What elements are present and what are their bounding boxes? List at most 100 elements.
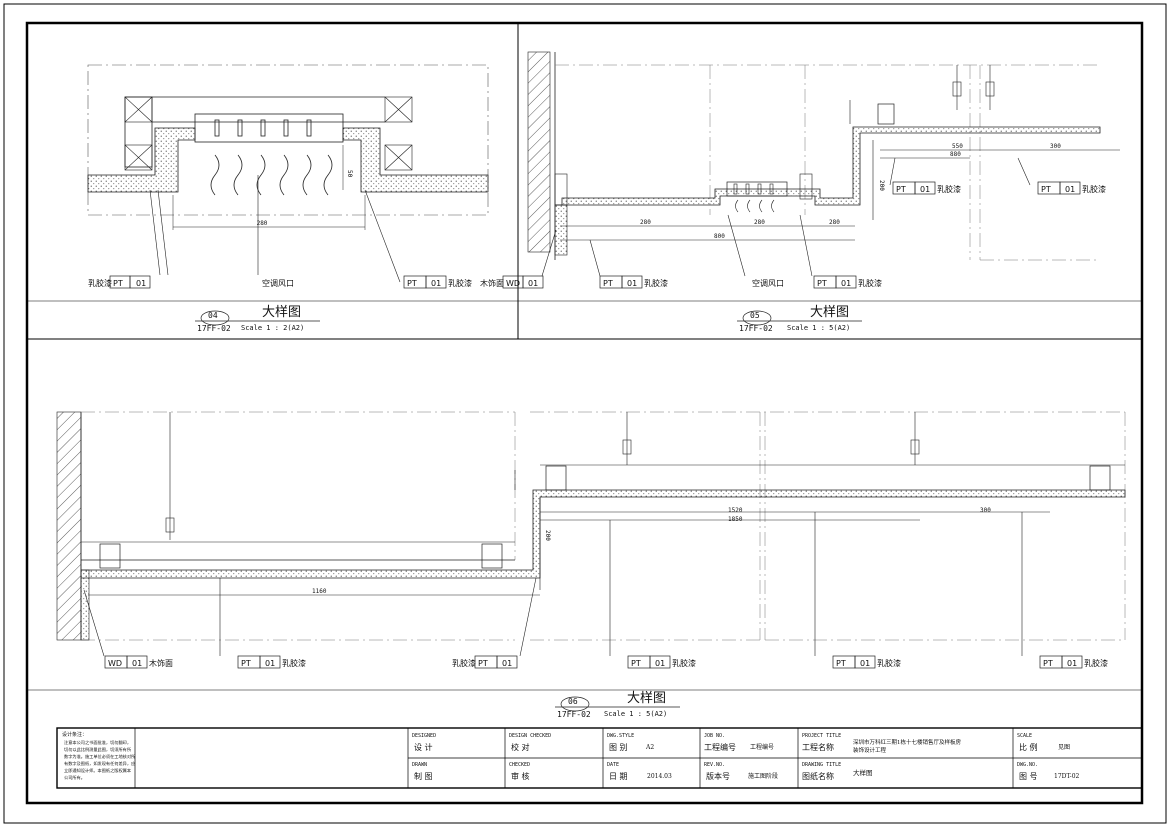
- svg-text:乳胶漆: 乳胶漆: [1084, 658, 1108, 668]
- svg-text:乳胶漆: 乳胶漆: [672, 658, 696, 668]
- svg-text:A2: A2: [645, 744, 654, 751]
- svg-text:DESIGN CHECKED: DESIGN CHECKED: [509, 733, 551, 739]
- svg-text:PT: PT: [631, 659, 641, 668]
- svg-text:01: 01: [431, 279, 441, 288]
- detail-04-number: 04: [208, 311, 218, 320]
- dim-width: 280: [257, 220, 268, 227]
- svg-text:01: 01: [920, 185, 930, 194]
- detail-04-left-tag: 乳胶漆: [88, 278, 112, 288]
- svg-text:设计条注：: 设计条注：: [62, 731, 87, 738]
- svg-text:DRAWING TITLE: DRAWING TITLE: [802, 762, 841, 768]
- svg-text:公司所有。: 公司所有。: [64, 774, 85, 781]
- svg-text:乳胶漆: 乳胶漆: [452, 658, 476, 668]
- svg-text:17FF-02: 17FF-02: [739, 324, 773, 333]
- svg-text:乳胶漆: 乳胶漆: [282, 658, 306, 668]
- svg-text:PT: PT: [113, 279, 123, 288]
- detail-05-number: 05: [750, 311, 760, 320]
- svg-text:01: 01: [502, 659, 512, 668]
- svg-text:工程名称: 工程名称: [802, 742, 834, 752]
- svg-text:JOB NO.: JOB NO.: [704, 733, 725, 739]
- svg-text:PT: PT: [603, 279, 613, 288]
- svg-text:深圳市万科红三期1栋十七楼销售厅及样板房: 深圳市万科红三期1栋十七楼销售厅及样板房: [853, 738, 962, 746]
- svg-text:880: 880: [950, 151, 961, 158]
- svg-text:01: 01: [1065, 185, 1075, 194]
- svg-text:300: 300: [980, 507, 991, 514]
- svg-text:设 计: 设 计: [414, 742, 433, 752]
- svg-text:空调风口: 空调风口: [752, 278, 784, 288]
- svg-text:PT: PT: [896, 185, 906, 194]
- svg-text:PT: PT: [407, 279, 417, 288]
- svg-text:280: 280: [640, 219, 651, 226]
- svg-text:1850: 1850: [728, 516, 743, 523]
- svg-text:Scale 1 : 5(A2): Scale 1 : 5(A2): [604, 710, 667, 718]
- svg-text:WD: WD: [108, 659, 122, 668]
- svg-text:PT: PT: [836, 659, 846, 668]
- svg-text:01: 01: [655, 659, 665, 668]
- inner-border: [25, 21, 1144, 805]
- svg-text:17DT-02: 17DT-02: [1054, 773, 1080, 780]
- svg-text:校 对: 校 对: [511, 742, 530, 752]
- svg-text:01: 01: [860, 659, 870, 668]
- svg-text:有数字及图纸，如发现有任何差异，应: 有数字及图纸，如发现有任何差异，应: [64, 760, 135, 767]
- svg-text:01: 01: [136, 279, 146, 288]
- detail-05-title: 大样图: [810, 305, 849, 320]
- svg-text:Scale 1 : 5(A2): Scale 1 : 5(A2): [787, 324, 850, 332]
- svg-text:工程编号: 工程编号: [704, 742, 736, 752]
- svg-text:DWG.STYLE: DWG.STYLE: [607, 733, 634, 739]
- svg-text:17FF-02: 17FF-02: [557, 710, 591, 719]
- svg-text:版本号: 版本号: [706, 771, 730, 781]
- svg-text:大样图: 大样图: [853, 768, 873, 777]
- detail-04-scale: Scale 1 : 2(A2): [241, 324, 304, 332]
- svg-text:DRAWN: DRAWN: [412, 762, 427, 768]
- svg-text:SCALE: SCALE: [1017, 733, 1032, 739]
- detail-06-title: 大样图: [627, 691, 666, 706]
- svg-text:图 号: 图 号: [1019, 772, 1038, 781]
- svg-text:制 图: 制 图: [414, 771, 433, 781]
- svg-text:01: 01: [265, 659, 275, 668]
- svg-text:PT: PT: [1041, 185, 1051, 194]
- svg-text:审 核: 审 核: [511, 771, 530, 781]
- svg-text:DESIGNED: DESIGNED: [412, 733, 436, 739]
- svg-text:1520: 1520: [728, 507, 743, 514]
- svg-text:300: 300: [1050, 143, 1061, 150]
- svg-text:立即通知设计师。本图纸之版权属本: 立即通知设计师。本图纸之版权属本: [64, 767, 132, 774]
- svg-text:1160: 1160: [312, 588, 327, 595]
- svg-text:见图: 见图: [1058, 744, 1070, 751]
- svg-text:乳胶漆: 乳胶漆: [644, 278, 668, 288]
- title-block-fields: DESIGNED 设 计 DESIGN CHECKED 校 对 DWG.STYL…: [412, 733, 1080, 781]
- svg-text:施工图阶段: 施工图阶段: [748, 772, 778, 780]
- svg-text:280: 280: [829, 219, 840, 226]
- dim-height: 50: [346, 170, 353, 178]
- svg-text:图纸名称: 图纸名称: [802, 771, 834, 781]
- detail-06: 1160 200 1520 1850 300 WD 01 木饰面 PT 01 乳…: [56, 411, 1126, 719]
- svg-text:01: 01: [841, 279, 851, 288]
- svg-text:PT: PT: [817, 279, 827, 288]
- svg-text:木饰面: 木饰面: [149, 658, 173, 668]
- title-block: [56, 727, 1143, 789]
- svg-text:乳胶漆: 乳胶漆: [877, 658, 901, 668]
- svg-text:装饰设计工程: 装饰设计工程: [853, 746, 887, 754]
- title-block-notes: 设计条注： 注意本公司之书面批准，切勿翻印， 切勿以此比例测量此图，切须所有所 …: [62, 731, 135, 781]
- detail-06-number: 06: [568, 697, 578, 706]
- svg-text:日 期: 日 期: [609, 772, 628, 781]
- svg-text:PT: PT: [1043, 659, 1053, 668]
- svg-text:01: 01: [528, 279, 538, 288]
- svg-text:数字为准。施工单位必须在工地核对所: 数字为准。施工单位必须在工地核对所: [64, 753, 135, 760]
- svg-text:DWG.NO.: DWG.NO.: [1017, 762, 1038, 768]
- svg-text:切勿以此比例测量此图，切须所有所: 切勿以此比例测量此图，切须所有所: [64, 746, 131, 753]
- svg-text:图 别: 图 别: [609, 743, 628, 752]
- svg-text:乳胶漆: 乳胶漆: [1082, 184, 1106, 194]
- svg-text:乳胶漆: 乳胶漆: [858, 278, 882, 288]
- detail-04: 280 50 乳胶漆 PT 01 空调风口 PT 01 乳胶漆 04 17FF-…: [87, 64, 489, 333]
- detail-04-center-label: 空调风口: [262, 278, 294, 288]
- svg-text:DATE: DATE: [607, 762, 619, 768]
- svg-text:200: 200: [878, 180, 885, 191]
- svg-text:WD: WD: [506, 279, 520, 288]
- svg-text:PT: PT: [241, 659, 251, 668]
- detail-04-sheet: 17FF-02: [197, 324, 231, 333]
- svg-text:PT: PT: [478, 659, 488, 668]
- svg-text:01: 01: [132, 659, 142, 668]
- svg-text:CHECKED: CHECKED: [509, 762, 530, 768]
- svg-text:PROJECT TITLE: PROJECT TITLE: [802, 733, 841, 739]
